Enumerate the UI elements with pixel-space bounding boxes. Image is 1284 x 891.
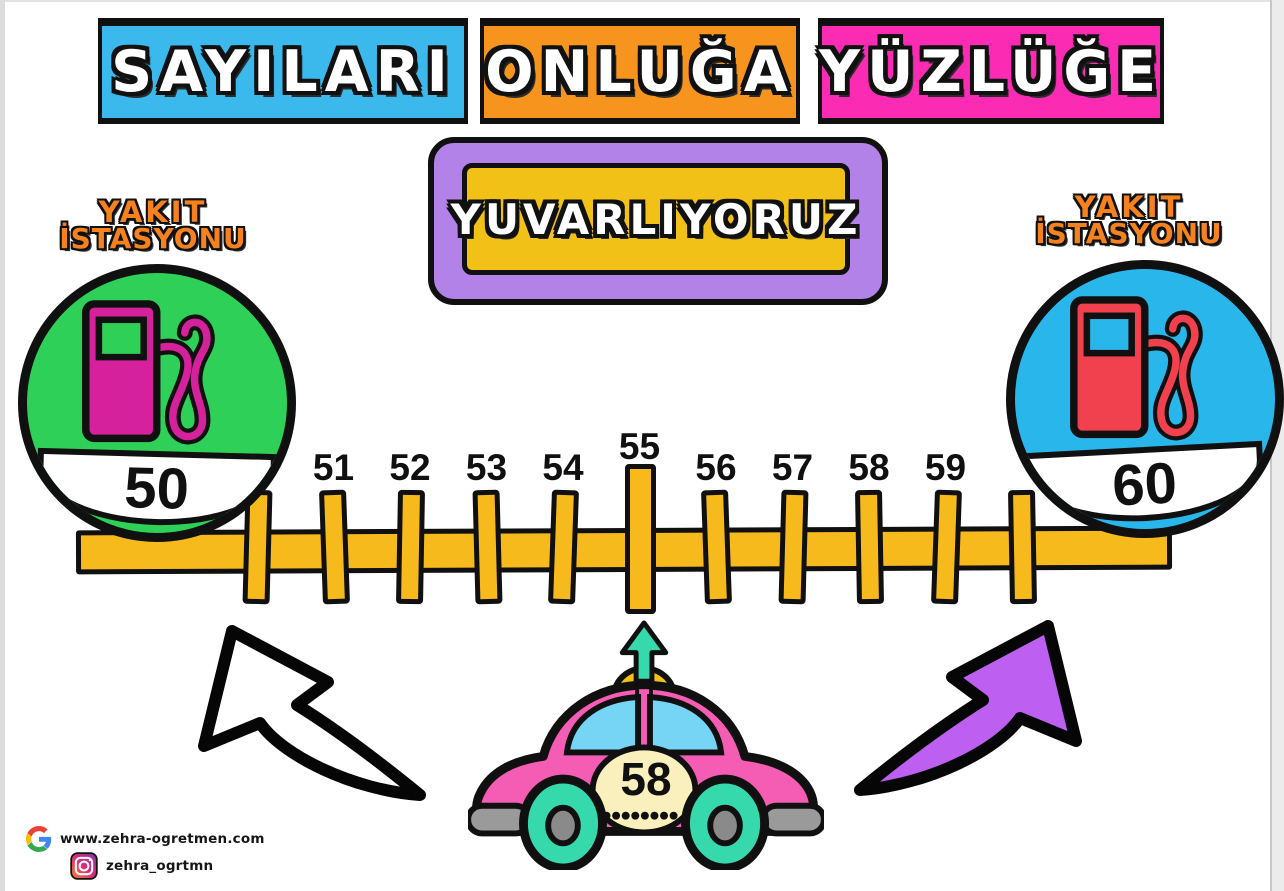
banner-sayilari: SAYILARI: [98, 18, 468, 124]
right-station-circle: 60: [1006, 260, 1284, 538]
ribbon-label: YUVARLIYORUZ: [450, 194, 862, 244]
website-credit: www.zehra-ogretmen.com: [26, 826, 265, 852]
instagram-icon: [70, 852, 98, 880]
google-icon: [26, 826, 52, 852]
car-window-left: [563, 693, 642, 756]
round-down-arrow-icon: [198, 625, 426, 801]
right-station-title-line1: YAKIT: [1074, 190, 1184, 224]
car-window-right: [646, 693, 725, 756]
banner-onluga-label: ONLUĞA: [485, 39, 795, 105]
number-line-bar: [75, 525, 1173, 575]
right-station-value: 60: [1111, 449, 1179, 519]
bumper-right: [759, 802, 824, 837]
tick-label-54: 54: [542, 447, 584, 488]
banner-onluga: ONLUĞA: [480, 18, 800, 124]
tick-label-56: 56: [695, 447, 737, 488]
tick-label-57: 57: [771, 447, 814, 488]
tick-label-58: 58: [848, 447, 890, 488]
left-station-title: YAKIT İSTASYONU: [38, 195, 268, 255]
ribbon-panel: YUVARLIYORUZ: [451, 163, 857, 275]
hub-right: [707, 804, 743, 847]
left-station-circle: 50: [18, 264, 296, 542]
tick-label-53: 53: [465, 447, 508, 488]
tick-label-52: 52: [389, 447, 431, 488]
left-station-value-panel: 50: [36, 447, 278, 529]
fuel-pump-icon: [1070, 296, 1203, 441]
instagram-handle: zehra_ogrtmn: [106, 858, 214, 874]
tick-label-59: 59: [924, 447, 967, 488]
hub-left: [545, 804, 581, 847]
instagram-credit: zehra_ogrtmn: [70, 852, 213, 880]
page-edge-top: [0, 0, 1284, 2]
right-station-title-line2: İSTASYONU: [1035, 216, 1223, 250]
car-illustration: [468, 620, 824, 870]
website-url: www.zehra-ogretmen.com: [60, 831, 265, 847]
tick-label-55: 55: [618, 426, 661, 467]
banner-sayilari-label: SAYILARI: [111, 39, 455, 105]
banner-yuzluge-label: YÜZLÜĞE: [818, 39, 1164, 105]
left-station-value: 50: [123, 454, 191, 522]
left-station-title-line1: YAKIT: [98, 195, 208, 229]
car-plate-number: 58: [620, 753, 672, 805]
fuel-pump-icon: [82, 300, 215, 445]
round-up-arrow-icon: [854, 620, 1082, 796]
page-edge-left: [0, 0, 5, 891]
left-station-title-line2: İSTASYONU: [59, 221, 247, 255]
tick-label-51: 51: [312, 447, 355, 488]
right-station-value-panel: 60: [1023, 440, 1267, 528]
banner-yuzluge: YÜZLÜĞE: [818, 18, 1164, 124]
right-station-title: YAKIT İSTASYONU: [1014, 190, 1244, 250]
